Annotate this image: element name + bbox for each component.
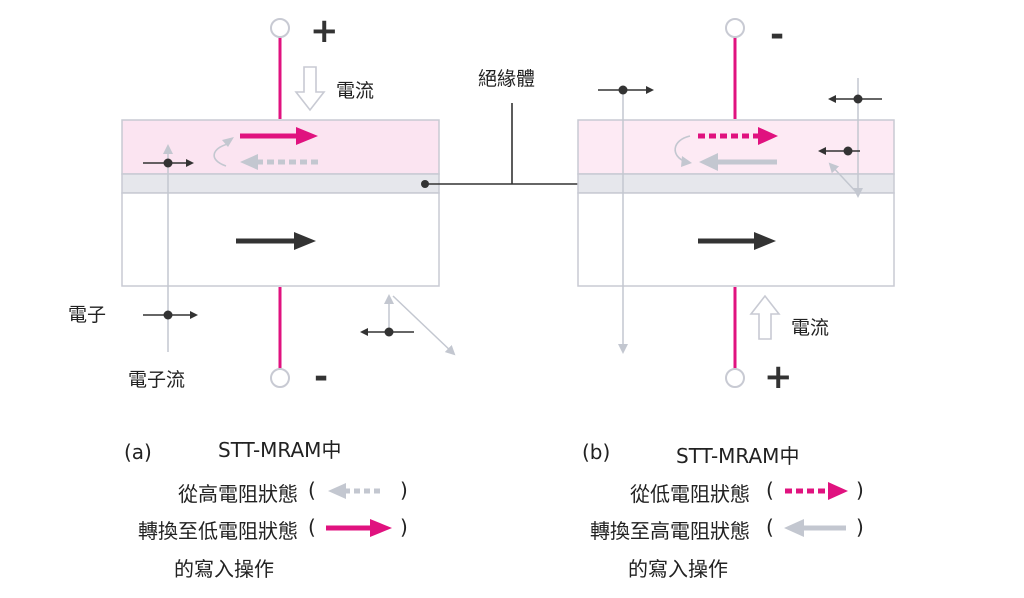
insulator-callout [421, 103, 599, 188]
legend-solid-gray-arrowhead-b [784, 519, 804, 537]
legend-paren-open-a2: ( [308, 515, 316, 539]
insulator-layer-a [121, 173, 440, 194]
bottom-terminal-a [270, 368, 290, 388]
panel-a [121, 18, 456, 537]
caption-line2-b: 轉換至高電阻狀態 [590, 519, 750, 543]
caption-line3-a: 的寫入操作 [174, 557, 274, 581]
legend-paren-open-b1: ( [766, 478, 774, 502]
bottom-terminal-sign-a: - [314, 357, 329, 397]
caption-tag-b: (b) [582, 440, 611, 464]
bottom-terminal-b [725, 368, 745, 388]
low-resistance-arrowhead-a [296, 127, 318, 145]
current-arrow-down-icon [294, 66, 326, 112]
electron-label: 電子 [68, 304, 107, 326]
curl-arrowhead-b [681, 156, 692, 167]
high-resistance-arrowhead-b [699, 153, 718, 171]
high-resistance-arrowhead-a [240, 154, 258, 170]
free-layer-a [121, 119, 440, 175]
legend-paren-close-a2: ) [400, 515, 408, 539]
curl-arrowhead-a [222, 137, 234, 147]
legend-dashed-magenta-arrowhead-b [828, 482, 848, 500]
legend-paren-open-b2: ( [766, 515, 774, 539]
top-terminal-sign-a: + [310, 11, 339, 51]
curl-arrow-a-icon [213, 143, 229, 167]
insulator-layer-b [577, 173, 895, 194]
fixed-magnetization-arrowhead-a [294, 232, 316, 250]
reflected-electron-dot-b1 [853, 94, 863, 104]
electron-dot-a2 [163, 310, 173, 320]
current-arrow-up-icon [749, 294, 781, 340]
caption-line2-a: 轉換至低電阻狀態 [138, 519, 298, 543]
legend-paren-close-a1: ) [400, 478, 408, 502]
current-label-b: 電流 [791, 317, 830, 339]
current-label-a: 電流 [336, 80, 375, 102]
caption-title-b: STT-MRAM中 [676, 444, 800, 468]
free-layer-b [577, 119, 895, 175]
legend-paren-close-b1: ) [856, 478, 864, 502]
top-terminal-a [270, 18, 290, 38]
legend-solid-magenta-arrowhead-a [370, 519, 392, 537]
reflected-electron-dot-a [384, 327, 394, 337]
bottom-terminal-sign-b: + [764, 357, 793, 397]
legend-paren-close-b2: ) [856, 515, 864, 539]
caption-line3-b: 的寫入操作 [628, 557, 728, 581]
insulator-dot-a [421, 180, 429, 188]
caption-line1-a: 從高電阻狀態 [178, 482, 298, 506]
electron-flow-label: 電子流 [128, 369, 186, 391]
top-terminal-b [725, 18, 745, 38]
legend-paren-open-a1: ( [308, 478, 316, 502]
insulator-label: 絕緣體 [478, 68, 536, 90]
fixed-layer-b [577, 192, 895, 287]
electron-dot-a1 [163, 158, 173, 168]
low-resistance-dashed-arrowhead-b [758, 127, 778, 145]
legend-dashed-gray-arrowhead-a [328, 483, 346, 499]
caption-tag-a: (a) [124, 440, 152, 464]
caption-line1-b: 從低電阻狀態 [630, 482, 750, 506]
reflected-electron-diag-a [392, 295, 456, 356]
electron-dot-b1 [618, 85, 628, 95]
panel-b [577, 18, 895, 537]
caption-title-a: STT-MRAM中 [218, 438, 342, 462]
fixed-magnetization-arrowhead-b [754, 232, 776, 250]
reflected-electron-dot-b2 [843, 146, 853, 156]
top-terminal-sign-b: - [770, 15, 785, 55]
reflected-electron-diag-b [828, 162, 859, 195]
